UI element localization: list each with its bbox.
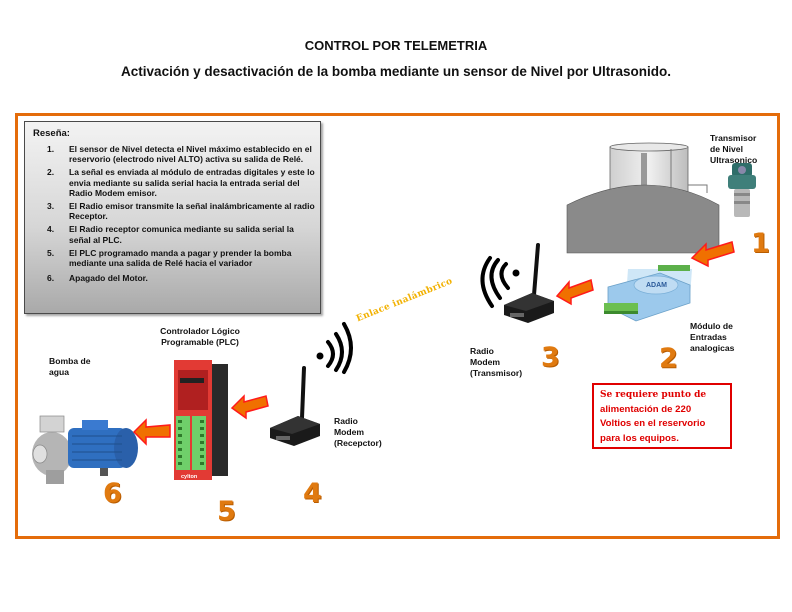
resena-list: 1. El sensor de Nivel detecta el Nivel má… xyxy=(35,144,315,286)
page-title: CONTROL POR TELEMETRIA xyxy=(304,38,488,53)
page-subtitle: Activación y desactivación de la bomba m… xyxy=(121,64,671,79)
ultrasonic-sensor-icon xyxy=(728,163,756,217)
resena-item: 6. Apagado del Motor. xyxy=(35,273,315,283)
resena-item-number: 4. xyxy=(47,224,55,235)
resena-item: 5. El PLC programado manda a pagar y pren… xyxy=(35,248,315,269)
step-number-1: 1 xyxy=(751,228,770,259)
resena-item: 2. La señal es enviada al módulo de entra… xyxy=(35,167,315,198)
resena-item-text: La señal es enviada al módulo de entrada… xyxy=(69,167,315,199)
plc-brand-text: cylton xyxy=(181,474,198,480)
label-bomba: Bomba de agua xyxy=(49,356,91,377)
resena-item-number: 2. xyxy=(47,167,55,178)
arrow-left-icon xyxy=(132,418,171,446)
wireless-signal-icon xyxy=(480,256,520,308)
resena-title: Reseña: xyxy=(33,128,70,139)
reservoir-tank-illustration xyxy=(566,142,720,254)
resena-item: 3. El Radio emisor transmite la señal ina… xyxy=(35,201,315,222)
label-radio-tx: Radio Modem (Transmisor) xyxy=(470,346,523,378)
resena-item-text: El sensor de Nivel detecta el Nivel máxi… xyxy=(69,144,312,165)
water-pump-icon xyxy=(32,415,138,484)
label-modulo: Módulo de Entradas analogicas xyxy=(690,321,735,353)
step-number-6: 6 xyxy=(103,478,122,509)
resena-item-text: Apagado del Motor. xyxy=(69,273,148,284)
resena-item-text: El PLC programado manda a pagar y prende… xyxy=(69,247,292,269)
resena-item: 4. El Radio receptor comunica mediante su… xyxy=(35,224,315,245)
step-number-4: 4 xyxy=(303,478,322,509)
step-number-5: 5 xyxy=(217,496,236,527)
adam-module-icon: ADAM xyxy=(604,265,692,322)
radio-modem-transmitter-icon xyxy=(504,243,554,323)
step-number-3: 3 xyxy=(541,342,560,373)
label-plc: Controlador Lógico Programable (PLC) xyxy=(160,326,240,347)
label-transmisor: Transmisor de Nivel Ultrasonico xyxy=(710,133,758,165)
arrow-left-icon xyxy=(555,278,594,306)
arrow-left-icon xyxy=(690,241,735,268)
power-requirement-note: Se requiere punto de alimentación de 220… xyxy=(592,383,732,449)
resena-item-number: 3. xyxy=(47,201,55,212)
plc-controller-icon: cylton xyxy=(174,360,228,480)
label-radio-rx: Radio Modem (Recepctor) xyxy=(334,416,382,448)
step-number-2: 2 xyxy=(659,343,678,374)
resena-item-text: El Radio receptor comunica mediante su s… xyxy=(69,224,294,245)
resena-item-text: El Radio emisor transmite la señal inalá… xyxy=(69,201,315,222)
resena-panel: Reseña: 1. El sensor de Nivel detecta el … xyxy=(24,121,321,314)
radio-modem-receiver-icon xyxy=(270,366,320,446)
diagram-frame xyxy=(15,113,780,539)
wireless-signal-icon xyxy=(316,322,353,374)
adam-brand-text: ADAM xyxy=(646,282,667,289)
resena-item-number: 1. xyxy=(47,144,55,154)
resena-item-number: 6. xyxy=(47,273,55,284)
resena-item-number: 5. xyxy=(47,247,55,258)
resena-item: 1. El sensor de Nivel detecta el Nivel má… xyxy=(35,144,315,165)
arrow-left-icon xyxy=(230,394,269,420)
